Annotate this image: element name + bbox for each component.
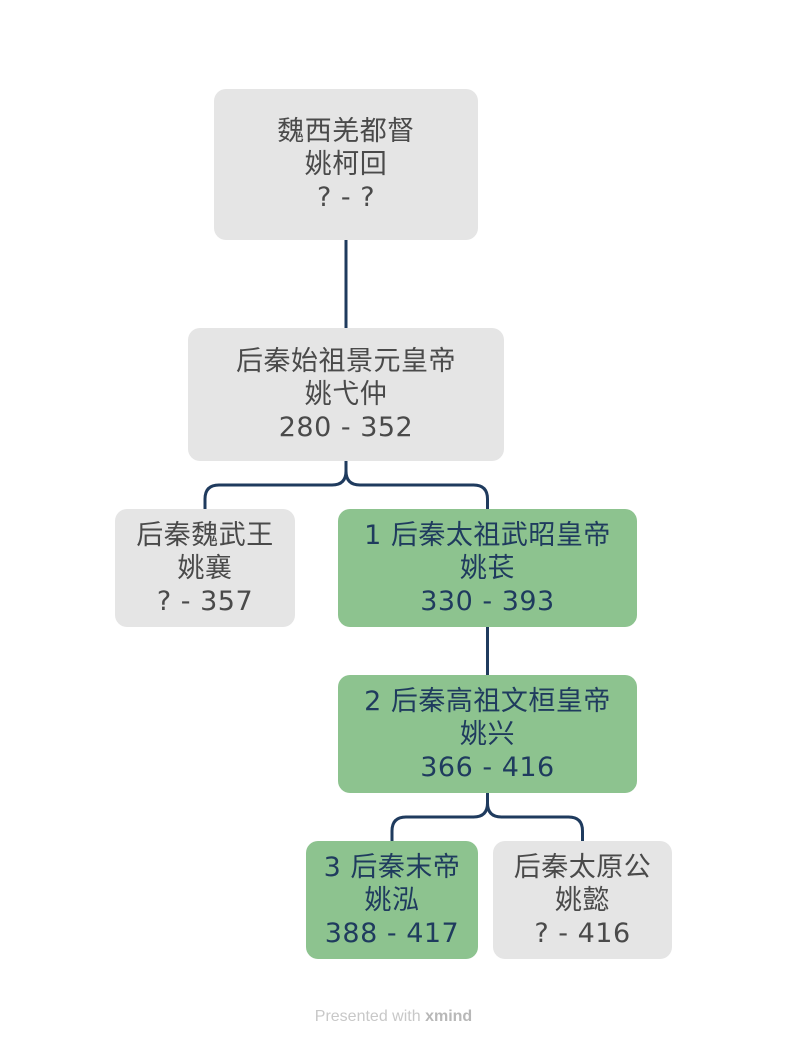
node-name: 姚泓: [364, 884, 420, 916]
node-years: ? - ?: [316, 182, 376, 213]
node-years: ? - 357: [156, 585, 254, 617]
connector-n2-n4: [344, 461, 489, 509]
node-yao-xiang[interactable]: 后秦魏武王 姚襄 ? - 357: [115, 509, 295, 627]
node-title: 2 后秦高祖文桓皇帝: [364, 685, 611, 717]
node-title: 后秦始祖景元皇帝: [236, 346, 456, 377]
node-yao-yizhong[interactable]: 后秦始祖景元皇帝 姚弋仲 280 - 352: [188, 328, 504, 461]
node-years: ? - 416: [534, 917, 631, 949]
node-yao-xing[interactable]: 2 后秦高祖文桓皇帝 姚兴 366 - 416: [338, 675, 637, 793]
node-yao-hong[interactable]: 3 后秦末帝 姚泓 388 - 417: [306, 841, 478, 959]
node-years: 366 - 416: [420, 751, 555, 783]
node-title: 3 后秦末帝: [323, 851, 461, 883]
node-yao-yi[interactable]: 后秦太原公 姚懿 ? - 416: [493, 841, 672, 959]
footer-credit: Presented with xmind: [0, 1008, 787, 1026]
connector-n5-n6: [390, 793, 489, 841]
node-name: 姚苌: [460, 552, 515, 584]
node-yao-chang[interactable]: 1 后秦太祖武昭皇帝 姚苌 330 - 393: [338, 509, 637, 627]
node-name: 姚襄: [177, 552, 233, 584]
node-name: 姚弋仲: [304, 379, 388, 410]
node-name: 姚懿: [555, 884, 610, 916]
node-years: 280 - 352: [278, 412, 414, 443]
node-title: 魏西羌都督: [277, 116, 415, 147]
xmind-logo: xmind: [425, 1008, 473, 1025]
node-name: 姚柯回: [304, 149, 388, 180]
footer-prefix: Presented with: [314, 1008, 421, 1025]
connector-n2-n3: [203, 461, 348, 509]
node-name: 姚兴: [460, 718, 515, 750]
node-title: 后秦太原公: [513, 851, 652, 883]
node-years: 330 - 393: [420, 585, 555, 617]
connector-n5-n7: [486, 793, 584, 841]
node-yao-kehui[interactable]: 魏西羌都督 姚柯回 ? - ?: [214, 89, 478, 240]
node-years: 388 - 417: [324, 917, 460, 949]
node-title: 后秦魏武王: [136, 519, 274, 551]
node-title: 1 后秦太祖武昭皇帝: [364, 519, 611, 551]
